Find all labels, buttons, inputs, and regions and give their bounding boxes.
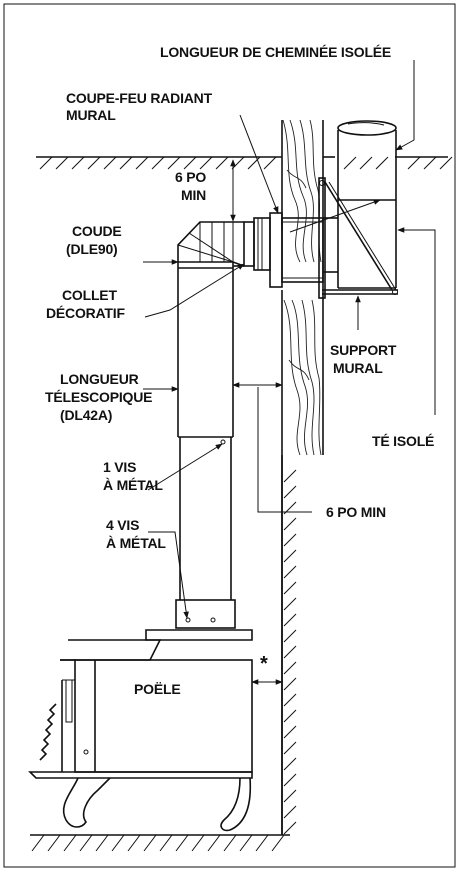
elbow (177, 221, 245, 269)
label-firestop-line2: MURAL (66, 107, 116, 123)
hatch-stroke (283, 773, 297, 787)
ceiling (36, 156, 453, 170)
label-telescopic-line2: TÉLESCOPIQUE (45, 389, 152, 405)
hatch-stroke (283, 533, 297, 547)
hatch-stroke (283, 485, 297, 499)
label-telescopic-line3: (DL42A) (60, 407, 112, 423)
hatch-stroke (283, 693, 297, 707)
hatch-stroke (283, 469, 297, 483)
hatch-stroke (283, 549, 297, 563)
label-asterisk: * (260, 653, 268, 675)
hatch-stroke (167, 156, 181, 170)
insulated-tee (323, 199, 397, 289)
wall-connector (243, 217, 271, 271)
label-telescopic-line1: LONGUEUR (60, 371, 139, 387)
hatch-stroke (127, 834, 141, 852)
hatch-stroke (103, 156, 117, 170)
hatch-stroke (283, 629, 297, 643)
wall-firestop (269, 212, 324, 288)
hatch-stroke (283, 613, 297, 627)
wall-wood-section (282, 119, 322, 456)
hatch-stroke (87, 156, 101, 170)
label-elbow-line1: COUDE (72, 223, 122, 239)
hatch-stroke (71, 156, 85, 170)
hatch-stroke (223, 834, 237, 852)
hatch-stroke (31, 834, 45, 852)
hatch-stroke (79, 834, 93, 852)
floor (30, 834, 290, 852)
hatch-stroke (359, 156, 373, 170)
telescopic-pipe (177, 268, 234, 600)
hatch-stroke (343, 156, 357, 170)
label-tee: TÉ ISOLÉ (372, 433, 434, 449)
hatch-stroke (283, 709, 297, 723)
hatch-stroke (95, 834, 109, 852)
diagram-border (3, 3, 456, 868)
hatch-stroke (283, 725, 297, 739)
label-four-screws-line2: À MÉTAL (106, 535, 166, 551)
hatch-stroke (271, 834, 285, 852)
label-elbow-line2: (DLE90) (66, 241, 118, 257)
label-collar-line2: DÉCORATIF (46, 305, 125, 321)
hatch-stroke (423, 156, 437, 170)
hatch-stroke (283, 805, 297, 819)
label-four-screws-line1: 4 VIS (106, 517, 139, 533)
label-support-line2: MURAL (333, 360, 383, 376)
label-clearance-top-line2: MIN (181, 187, 206, 203)
hatch-stroke (263, 156, 277, 170)
label-chimney-length: LONGUEUR DE CHEMINÉE ISOLÉE (160, 44, 391, 60)
hatch-stroke (283, 517, 297, 531)
label-clearance-top-line1: 6 PO (175, 169, 206, 185)
hatch-stroke (175, 834, 189, 852)
hatch-stroke (283, 821, 297, 835)
hatch-stroke (39, 156, 53, 170)
label-clearance-side: 6 PO MIN (326, 504, 386, 520)
hatch-stroke (199, 156, 213, 170)
hatch-stroke (215, 156, 229, 170)
hatch-stroke (135, 156, 149, 170)
hatch-stroke (283, 661, 297, 675)
hatch-stroke (283, 677, 297, 691)
label-collar-line1: COLLET (62, 287, 117, 303)
hatch-stroke (283, 645, 297, 659)
hatch-stroke (119, 156, 133, 170)
label-stove: POËLE (134, 681, 180, 697)
labels: LONGUEUR DE CHEMINÉE ISOLÉE COUPE-FEU RA… (45, 44, 434, 697)
label-one-screw-line1: 1 VIS (103, 459, 136, 475)
leader-lines (143, 60, 436, 685)
hatch-stroke (407, 156, 421, 170)
hatch-stroke (283, 757, 297, 771)
hatch-stroke (159, 834, 173, 852)
hatch-stroke (63, 834, 77, 852)
hatch-stroke (191, 834, 205, 852)
hatch-stroke (255, 834, 269, 852)
hatch-stroke (283, 565, 297, 579)
hatch-stroke (55, 156, 69, 170)
hatch-stroke (47, 834, 61, 852)
hatch-stroke (183, 156, 197, 170)
hatch-stroke (231, 156, 245, 170)
hatch-stroke (151, 156, 165, 170)
hatch-stroke (375, 156, 389, 170)
hatch-stroke (207, 834, 221, 852)
hatch-stroke (239, 834, 253, 852)
hatch-stroke (283, 741, 297, 755)
insulated-chimney (337, 120, 397, 200)
label-one-screw-line2: À MÉTAL (103, 477, 163, 493)
hatch-stroke (283, 597, 297, 611)
label-support-line1: SUPPORT (330, 342, 397, 358)
hatch-stroke (143, 834, 157, 852)
hatch-stroke (247, 156, 261, 170)
hatch-stroke (283, 789, 297, 803)
label-firestop-line1: COUPE-FEU RADIANT (66, 90, 213, 106)
hatch-stroke (283, 581, 297, 595)
stove (28, 629, 253, 832)
hatch-stroke (439, 156, 453, 170)
hatch-stroke (111, 834, 125, 852)
wall-support-bracket (318, 177, 398, 299)
